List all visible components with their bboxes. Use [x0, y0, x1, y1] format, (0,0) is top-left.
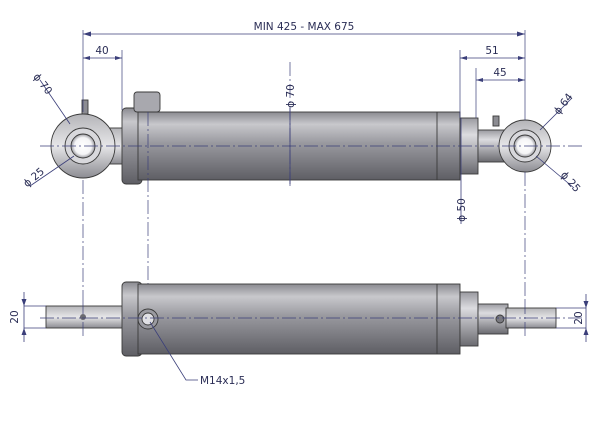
right-eye-bore-diameter: ϕ 25	[558, 169, 583, 195]
port-thread-label: M14x1,5	[200, 375, 245, 387]
top-view: MIN 425 - MAX 675 40 51 45 ϕ 70 ϕ 70 ϕ 2…	[21, 21, 585, 300]
eye-offset-dimension: 40	[95, 45, 108, 57]
rod-end-45-dimension: 45	[493, 67, 506, 79]
rod-diameter: ϕ 50	[456, 198, 468, 222]
right-eye	[492, 115, 552, 173]
right-eye-outer-diameter: ϕ 64	[552, 91, 576, 117]
left-eye-outer-diameter: ϕ 70	[30, 71, 54, 97]
side-view: 20 20 M14x1,5	[9, 281, 589, 387]
left-eye-width: 20	[9, 310, 21, 323]
left-eye	[50, 99, 133, 179]
stroke-dimension: MIN 425 - MAX 675	[254, 21, 355, 33]
right-eye-width: 20	[573, 311, 585, 324]
barrel-diameter: ϕ 70	[285, 84, 297, 108]
rod-end-51-dimension: 51	[485, 45, 498, 57]
left-eye-bore-diameter: ϕ 25	[21, 166, 47, 190]
